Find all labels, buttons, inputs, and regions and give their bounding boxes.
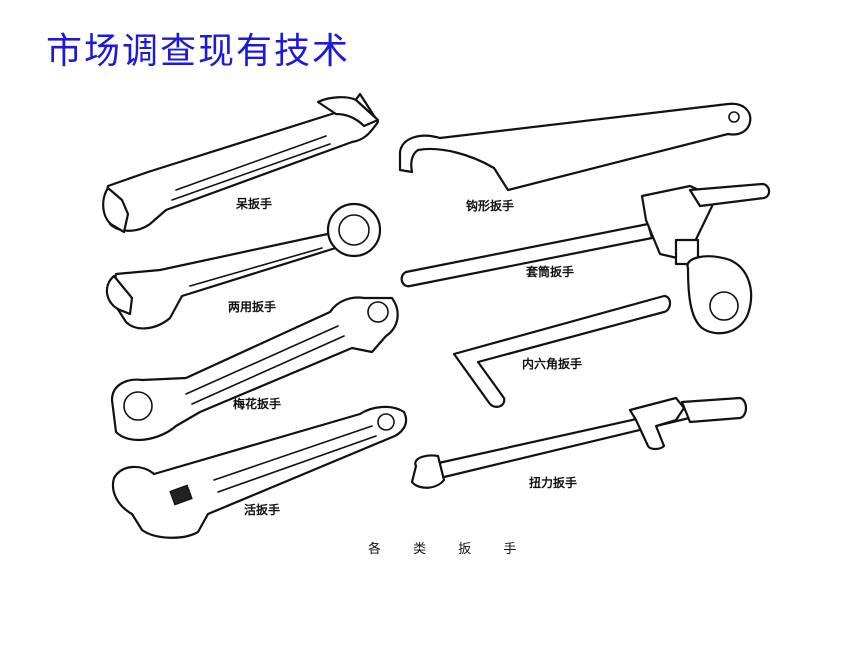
figure-caption: 各 类 扳 手: [368, 541, 530, 557]
label-open-end: 呆扳手: [235, 196, 272, 211]
hex-key: [452, 294, 672, 408]
adjustable-wrench: [111, 405, 408, 539]
label-socket: 套筒扳手: [525, 264, 574, 279]
torque-wrench: [410, 396, 748, 489]
label-box-end: 梅花扳手: [233, 396, 281, 411]
combination-wrench: [105, 202, 382, 330]
box-end-wrench: [110, 296, 399, 441]
label-adjustable: 活扳手: [244, 502, 280, 517]
label-combination: 两用扳手: [228, 299, 276, 314]
page-title: 市场调查现有技术: [46, 31, 351, 72]
socket-wrench: [400, 182, 771, 335]
label-hook: 钩形扳手: [466, 198, 514, 213]
label-hex-key: 内六角扳手: [522, 356, 582, 371]
label-torque: 扭力扳手: [529, 475, 577, 490]
open-end-wrench: [102, 92, 380, 234]
hook-spanner: [398, 102, 752, 192]
